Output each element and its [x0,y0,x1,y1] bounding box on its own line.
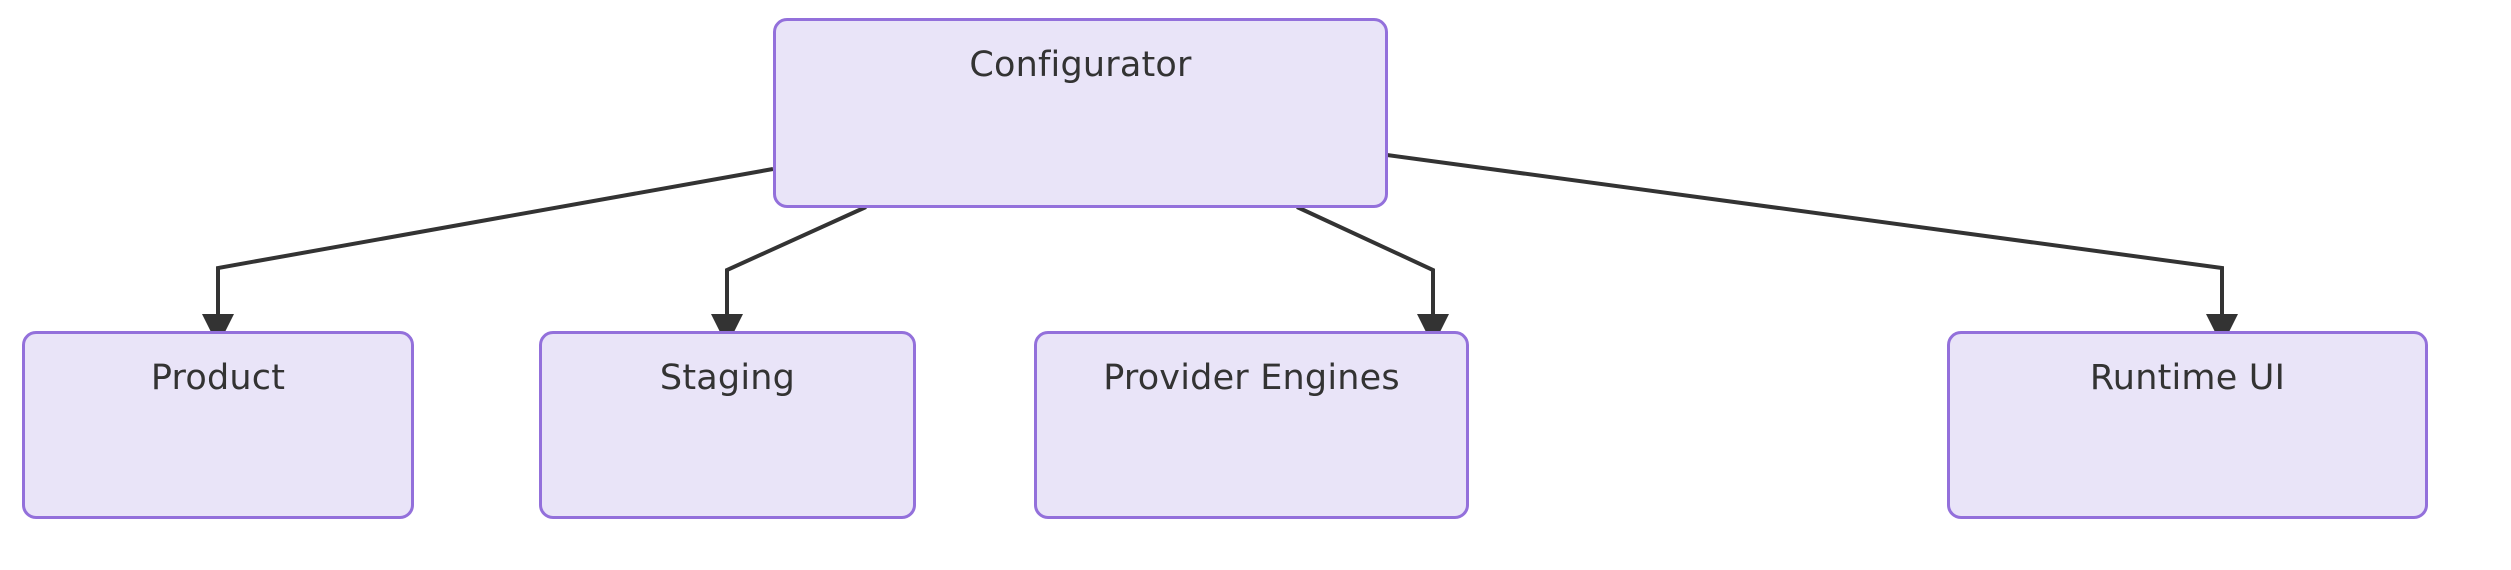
node-provider-engines-label: Provider Engines [1103,358,1400,398]
edge-configurator-to-staging [711,205,867,346]
node-configurator-label: Configurator [969,45,1192,85]
node-staging-label: Staging [659,358,796,398]
node-staging[interactable]: Staging [539,331,916,519]
edge-configurator-to-provider-engines [1296,205,1449,346]
node-provider-engines[interactable]: Provider Engines [1034,331,1469,519]
edge-configurator-to-runtime-ui [1386,153,2238,346]
edge-configurator-to-product [202,167,774,346]
node-configurator[interactable]: Configurator [773,18,1388,208]
node-product-label: Product [150,358,286,398]
node-runtime-ui[interactable]: Runtime UI [1947,331,2428,519]
node-runtime-ui-label: Runtime UI [2089,358,2286,398]
node-product[interactable]: Product [22,331,414,519]
